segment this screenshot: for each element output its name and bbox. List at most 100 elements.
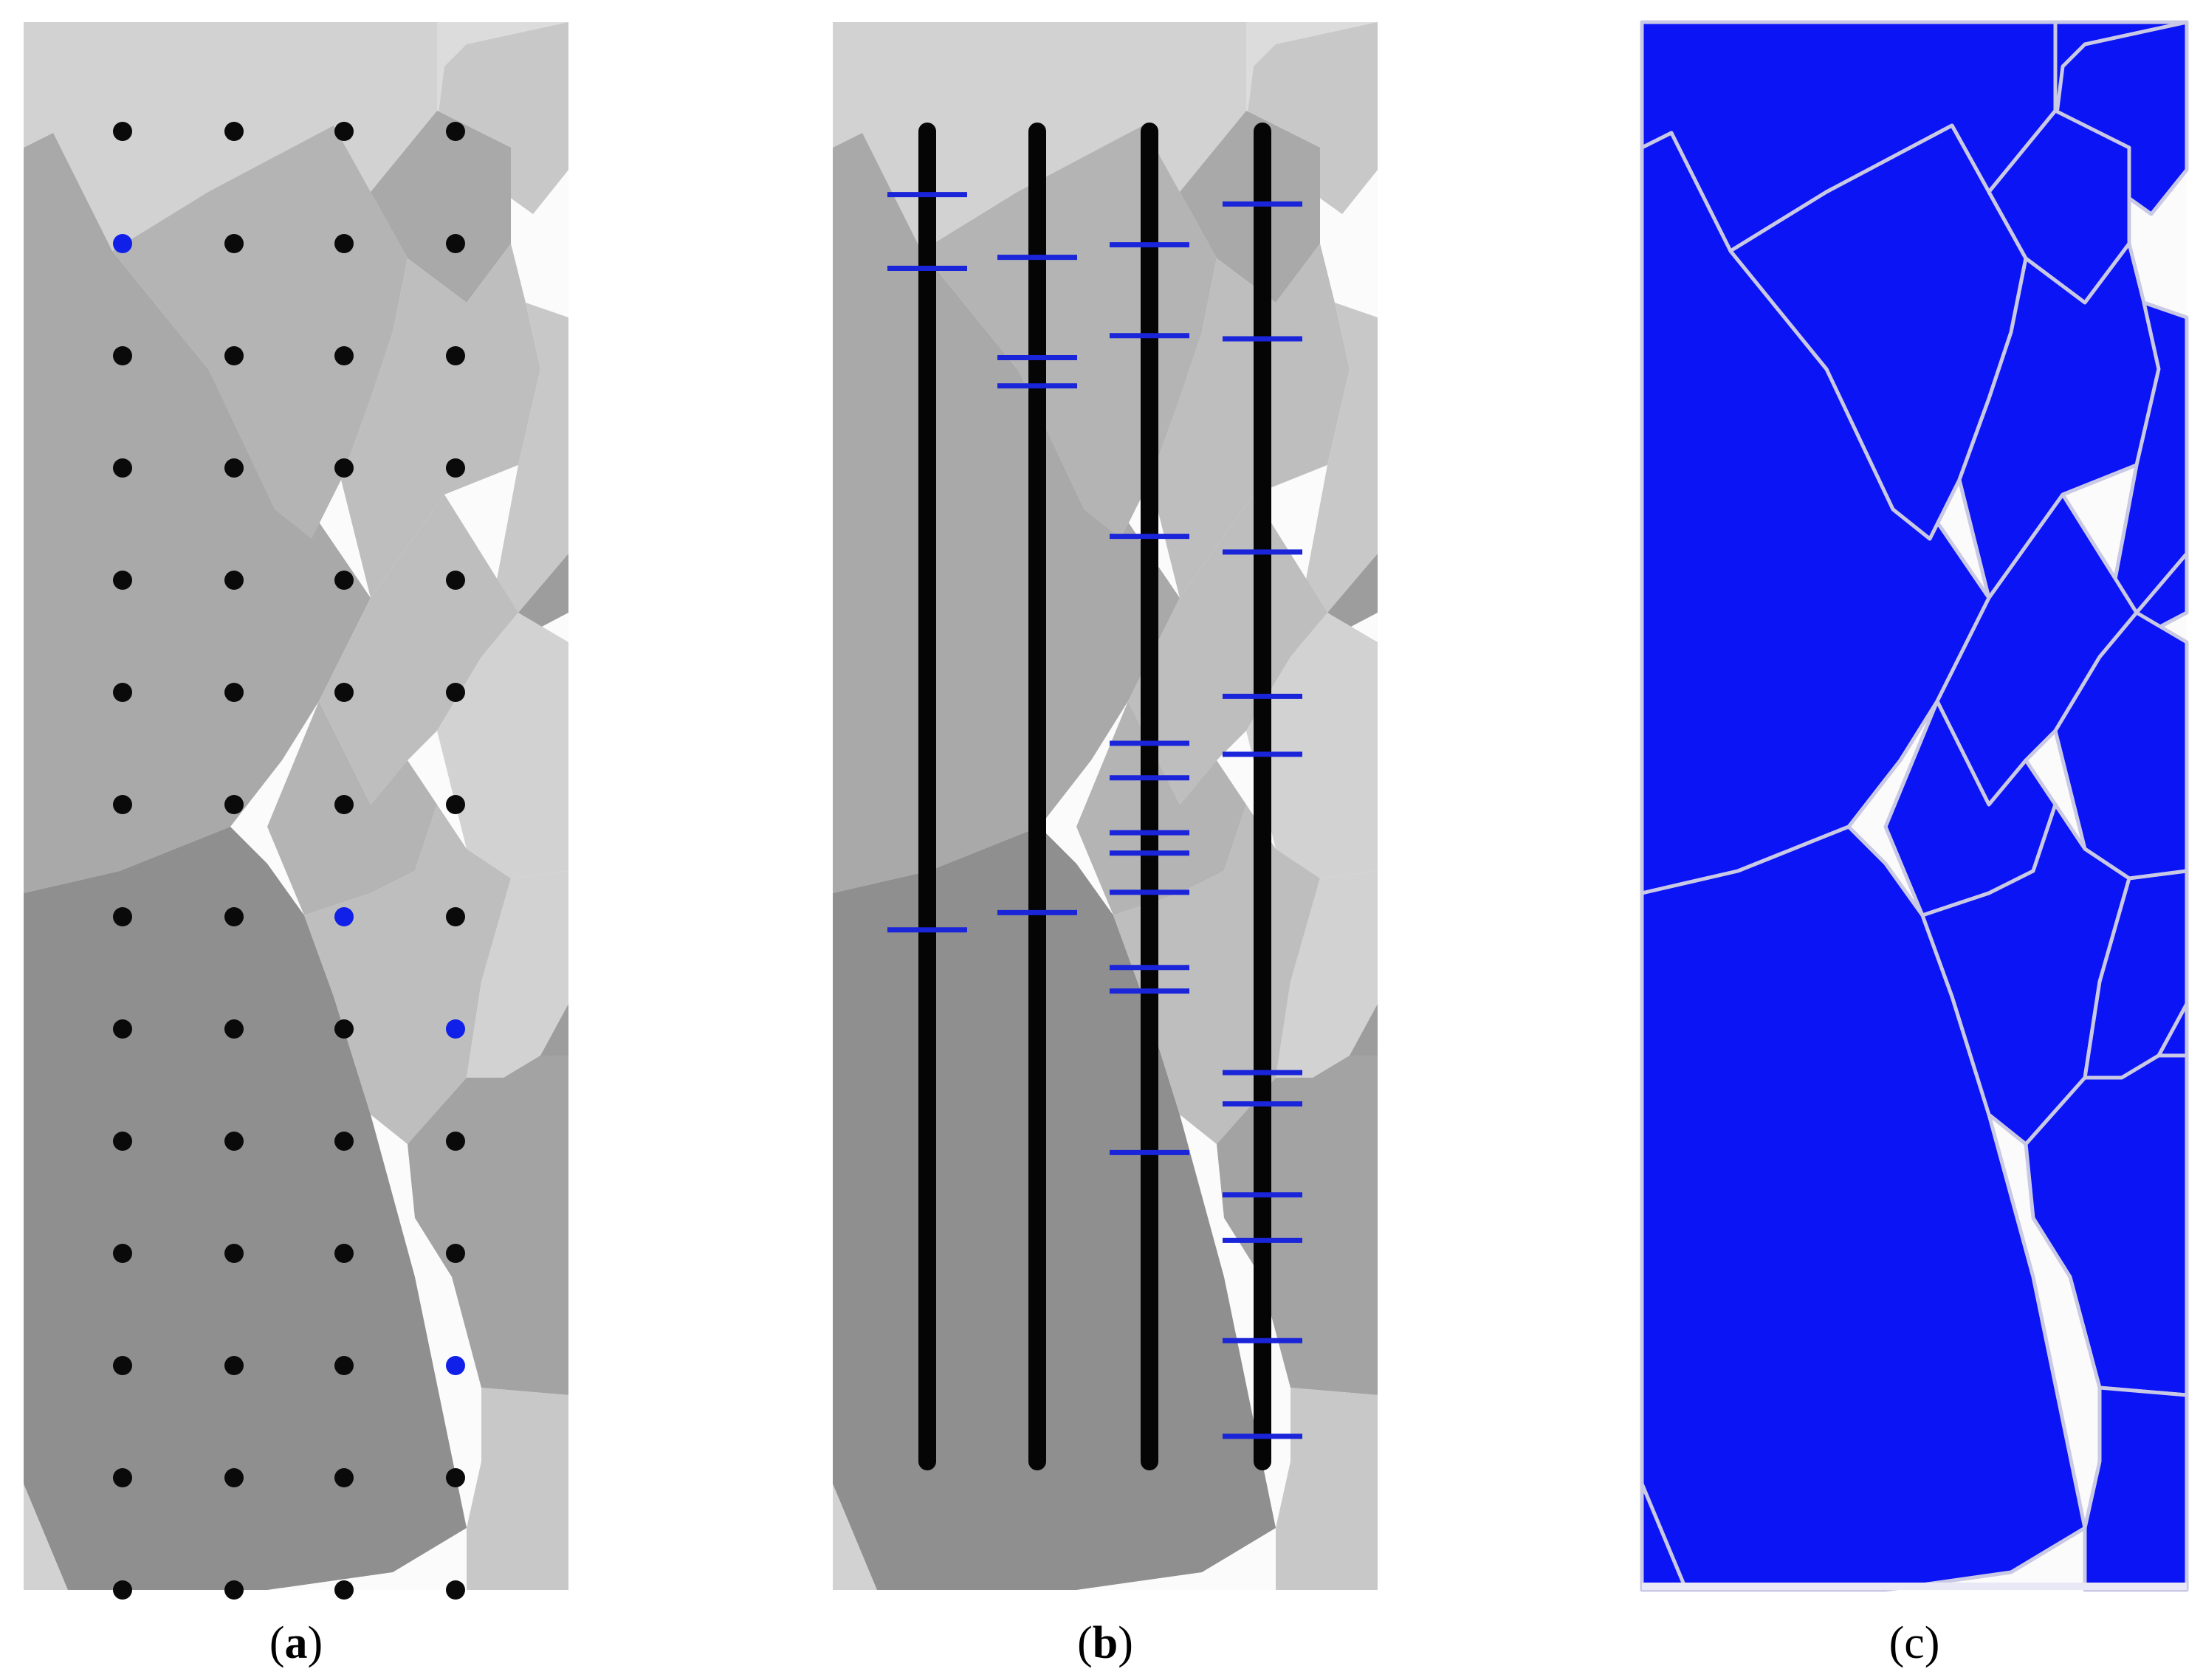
grid-point-r8-c4 — [446, 907, 465, 926]
grid-point-r10-c1 — [113, 1132, 132, 1151]
grid-point-r13-c3 — [334, 1468, 354, 1487]
panel-c-phase-region-16 — [2024, 1053, 2189, 1397]
highlighted-grid-point-r8-c3 — [334, 907, 354, 926]
panel-a-grain-region-15 — [467, 871, 568, 1078]
panel-c-phase-regions — [1640, 20, 2189, 1592]
grid-point-r7-c1 — [113, 795, 132, 814]
grid-point-r8-c1 — [113, 907, 132, 926]
grid-point-r4-c1 — [113, 458, 132, 478]
grid-point-r6-c4 — [446, 683, 465, 702]
panel-b-grain-region-10 — [1128, 495, 1327, 805]
panel-a-grain-region-13 — [24, 827, 467, 1590]
panel-b-grain-region-18 — [1350, 1004, 1378, 1056]
panel-a-grain-region-3 — [437, 22, 568, 214]
grid-point-r13-c2 — [224, 1468, 244, 1487]
grid-point-r7-c2 — [224, 795, 244, 814]
grid-point-r6-c3 — [334, 683, 354, 702]
panel-b-grain-region-3 — [1246, 22, 1378, 214]
grid-point-r14-c4 — [446, 1580, 465, 1600]
grid-point-r6-c1 — [113, 683, 132, 702]
panel-a-grain-region-9 — [518, 554, 568, 627]
grid-point-r7-c3 — [334, 795, 354, 814]
panel-b-test-lines — [887, 123, 1302, 1470]
panel-a-grain-region-18 — [540, 1004, 568, 1056]
grid-point-r9-c3 — [334, 1019, 354, 1039]
highlighted-grid-point-r9-c4 — [446, 1019, 465, 1039]
grid-point-r2-c3 — [334, 234, 354, 253]
grid-point-r2-c2 — [224, 234, 244, 253]
panel-c-phase-region-18 — [2156, 1002, 2189, 1058]
grid-point-r5-c4 — [446, 571, 465, 590]
grid-point-r5-c2 — [224, 571, 244, 590]
panel-a-grain-region-5 — [112, 125, 408, 539]
grid-point-r11-c4 — [446, 1244, 465, 1263]
panel-b-grain-region-12 — [1076, 701, 1246, 915]
caption-a: (a) — [269, 1618, 323, 1668]
grid-point-r10-c4 — [446, 1132, 465, 1151]
caption-c: (c) — [1889, 1618, 1940, 1668]
grid-point-r12-c1 — [113, 1356, 132, 1375]
panel-b-grain-region-7 — [1150, 244, 1350, 598]
panel-a-grain-region-14 — [304, 805, 511, 1144]
grid-point-r10-c3 — [334, 1132, 354, 1151]
panel-a-grain-region-4 — [24, 133, 371, 893]
panel-b-grain-region-13 — [833, 827, 1276, 1590]
panel-a-grain-region-7 — [341, 244, 540, 598]
highlighted-grid-point-r2-c1 — [113, 234, 132, 253]
caption-b-letter: b — [1093, 1618, 1118, 1668]
grid-point-r1-c4 — [446, 122, 465, 141]
panel-c-phase-region-17 — [2083, 1385, 2189, 1592]
grid-point-r13-c1 — [113, 1468, 132, 1487]
panel-a-grain-region-6 — [371, 111, 511, 303]
grid-point-r11-c1 — [113, 1244, 132, 1263]
panel-b-grain-region-19 — [833, 1484, 877, 1590]
panel-c-phase-region-7 — [1957, 241, 2161, 600]
grid-point-r1-c3 — [334, 122, 354, 141]
grid-point-r10-c2 — [224, 1132, 244, 1151]
grid-point-r1-c2 — [224, 122, 244, 141]
grid-point-r2-c4 — [446, 234, 465, 253]
grid-point-r9-c2 — [224, 1019, 244, 1039]
panel-c-segmented-phase-map — [1640, 20, 2189, 1592]
grid-point-r3-c1 — [113, 346, 132, 365]
panel-a-grains — [24, 22, 568, 1590]
panel-a-grain-region-11 — [437, 613, 568, 878]
grid-point-r4-c4 — [446, 458, 465, 478]
grid-point-r5-c1 — [113, 571, 132, 590]
panel-a-grain-region-10 — [319, 495, 518, 805]
grid-point-r4-c3 — [334, 458, 354, 478]
panel-a-point-grid — [113, 122, 465, 1600]
panel-b-grain-region-11 — [1246, 613, 1378, 878]
highlighted-grid-point-r12-c4 — [446, 1356, 465, 1375]
panel-b-microstructure-line-intercepts — [833, 22, 1378, 1590]
grid-point-r3-c2 — [224, 346, 244, 365]
grid-point-r5-c3 — [334, 571, 354, 590]
panel-a-grain-region-19 — [24, 1484, 68, 1590]
panel-c-bottom-strip — [1642, 1583, 2187, 1590]
grid-point-r3-c3 — [334, 346, 354, 365]
grid-point-r14-c3 — [334, 1580, 354, 1600]
grid-point-r8-c2 — [224, 907, 244, 926]
panel-b-grain-region-9 — [1327, 554, 1378, 627]
caption-b: (b) — [1077, 1618, 1133, 1668]
grid-point-r12-c3 — [334, 1356, 354, 1375]
grid-point-r13-c4 — [446, 1468, 465, 1487]
panel-b-grain-region-6 — [1180, 111, 1320, 303]
panel-b-grain-region-15 — [1276, 871, 1378, 1078]
grid-point-r11-c3 — [334, 1244, 354, 1263]
caption-c-letter: c — [1904, 1618, 1925, 1668]
grid-point-r1-c1 — [113, 122, 132, 141]
grid-point-r12-c2 — [224, 1356, 244, 1375]
panel-a-grain-region-8 — [496, 303, 568, 613]
panel-a-microstructure-point-grid — [24, 22, 568, 1600]
grid-point-r9-c1 — [113, 1019, 132, 1039]
grid-point-r3-c4 — [446, 346, 465, 365]
grid-point-r7-c4 — [446, 795, 465, 814]
panel-b-grain-region-8 — [1305, 303, 1378, 613]
grid-point-r6-c2 — [224, 683, 244, 702]
panel-b-grain-region-17 — [1276, 1388, 1378, 1590]
grid-point-r4-c2 — [224, 458, 244, 478]
panel-b-grains — [833, 22, 1378, 1590]
caption-a-letter: a — [285, 1618, 308, 1668]
